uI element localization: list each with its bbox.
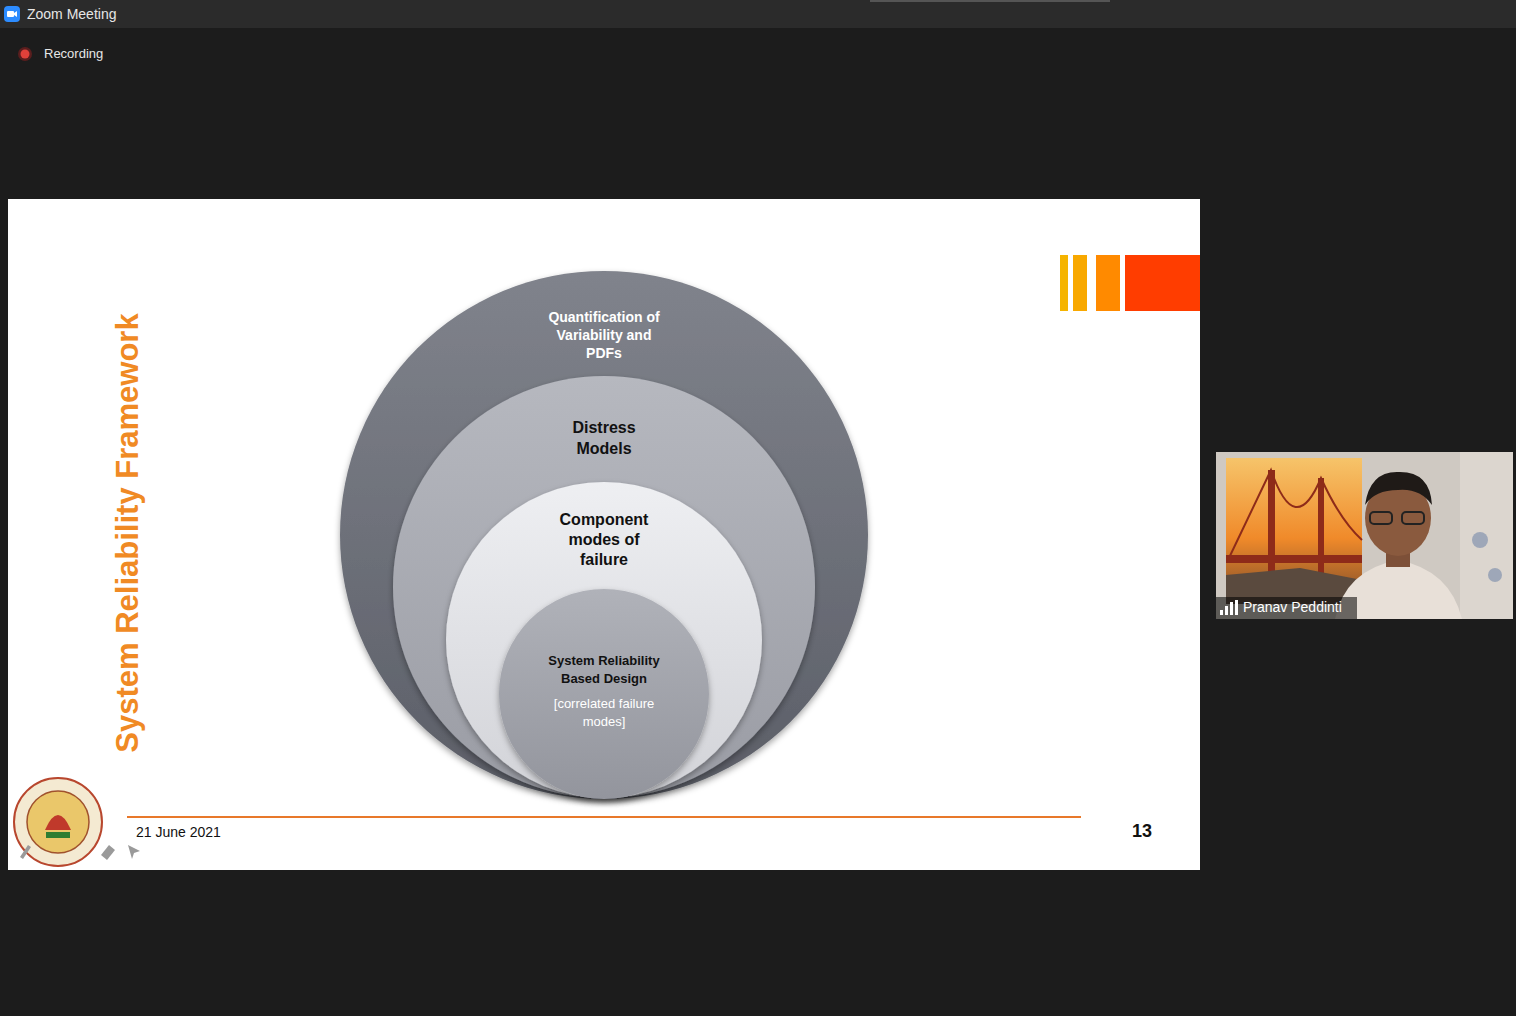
accent-bar: [1125, 255, 1200, 311]
bridge-painting: [1226, 555, 1362, 563]
slide-date: 21 June 2021: [136, 824, 221, 840]
bridge-painting: [1318, 478, 1324, 588]
curtain: [1488, 568, 1502, 582]
signal-icon: [1220, 610, 1223, 615]
curtain: [1472, 532, 1488, 548]
slide-number: 13: [1132, 821, 1152, 842]
accent-bar: [1073, 255, 1087, 311]
signal-icon: [1230, 602, 1233, 615]
slide: [8, 199, 1200, 870]
annotation-tool: [128, 845, 140, 859]
zoom-icon: [4, 6, 20, 22]
circle-label: System Reliability Based Design: [536, 652, 672, 688]
circle-shape: [340, 271, 868, 799]
circle-shape: [499, 589, 709, 799]
recording-dot: [18, 47, 32, 61]
accent-bar: [1060, 255, 1068, 311]
circle-label: Distress Models: [558, 417, 650, 459]
person: [1365, 472, 1432, 505]
footer-rule: [127, 816, 1081, 818]
bridge-painting: [1226, 458, 1362, 604]
bar-line: [870, 0, 1110, 2]
zoom-icon: [7, 11, 14, 17]
university-logo: [27, 791, 89, 853]
signal-icon: [1235, 600, 1238, 615]
accent-bar: [1096, 255, 1120, 311]
curtain: [1460, 452, 1513, 619]
nested-circle: Quantification of Variability and PDFsDi…: [339, 270, 869, 800]
university-logo: [45, 815, 71, 830]
university-logo: [46, 832, 70, 838]
annotation-tool: [20, 845, 31, 859]
nested-circle: Distress ModelsComponent modes of failur…: [392, 375, 816, 799]
name-plate: [1216, 597, 1357, 619]
annotation-tool: [101, 845, 115, 860]
circle-label: Component modes of failure: [548, 510, 660, 570]
recording-dot: [21, 50, 30, 59]
nested-circle: System Reliability Based Design [correlat…: [498, 588, 710, 800]
circle-shape: [393, 376, 815, 798]
window-title: Zoom Meeting: [27, 6, 116, 22]
circle-shape: [446, 482, 762, 798]
slide-title: System Reliability Framework: [110, 313, 146, 752]
circle-label: Quantification of Variability and PDFs: [537, 308, 671, 362]
circle-outline: [498, 588, 710, 800]
video-tile: [1216, 452, 1513, 619]
person: [1402, 512, 1424, 524]
circle-note: [correlated failure modes]: [536, 695, 672, 731]
participant-name: Pranav Peddinti: [1243, 599, 1342, 615]
recording-status: Recording: [44, 46, 103, 61]
bridge-painting: [1228, 470, 1362, 560]
nested-circle: Component modes of failureSystem Reliabi…: [445, 481, 763, 799]
zoom-icon: [14, 11, 17, 17]
university-logo: [14, 778, 102, 866]
person: [1370, 512, 1392, 524]
signal-icon: [1225, 606, 1228, 615]
title-bar: [0, 0, 1516, 28]
